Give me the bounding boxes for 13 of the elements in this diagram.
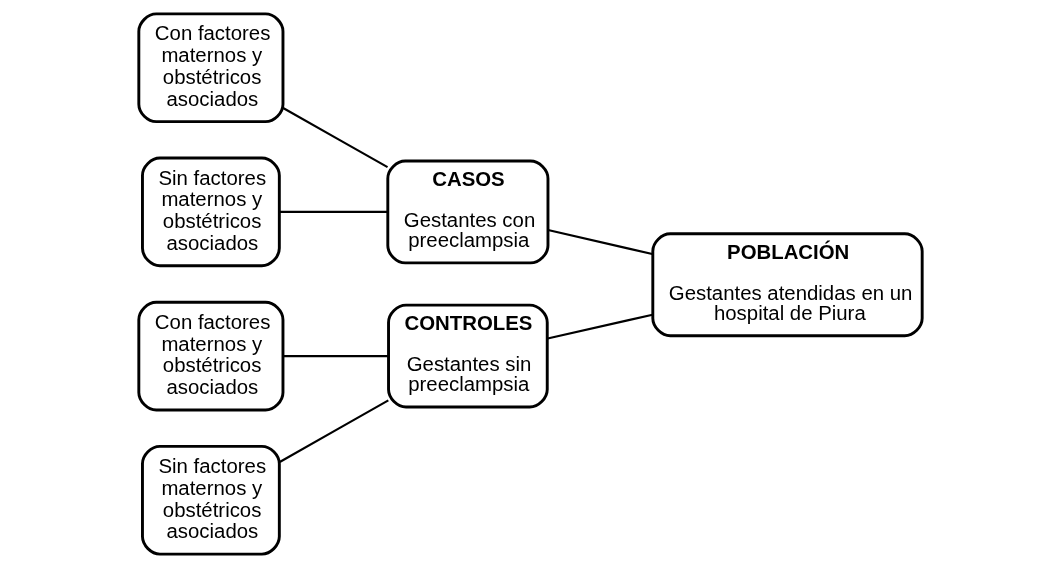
node-box: CONTROLES Gestantes sin preeclampsia bbox=[386, 303, 549, 409]
connector bbox=[547, 228, 652, 256]
connector bbox=[546, 313, 653, 340]
node-box: Sin factores maternos y obstétricos asociados bbox=[140, 444, 281, 556]
node-box: Sin factores maternos y obstétricos asociados bbox=[140, 156, 281, 268]
connector bbox=[279, 210, 387, 213]
node-box: Con factores maternos y obstétricos asociados bbox=[136, 300, 284, 412]
node-box: CASOS Gestantes con preeclampsia bbox=[385, 159, 549, 265]
node-box: Con factores maternos y obstétricos asociados bbox=[136, 12, 284, 124]
connector bbox=[282, 355, 388, 358]
connector bbox=[278, 399, 389, 463]
node-box: POBLACIÓN Gestantes atendidas en un hospital de Piura bbox=[650, 232, 924, 338]
connector bbox=[282, 107, 388, 169]
